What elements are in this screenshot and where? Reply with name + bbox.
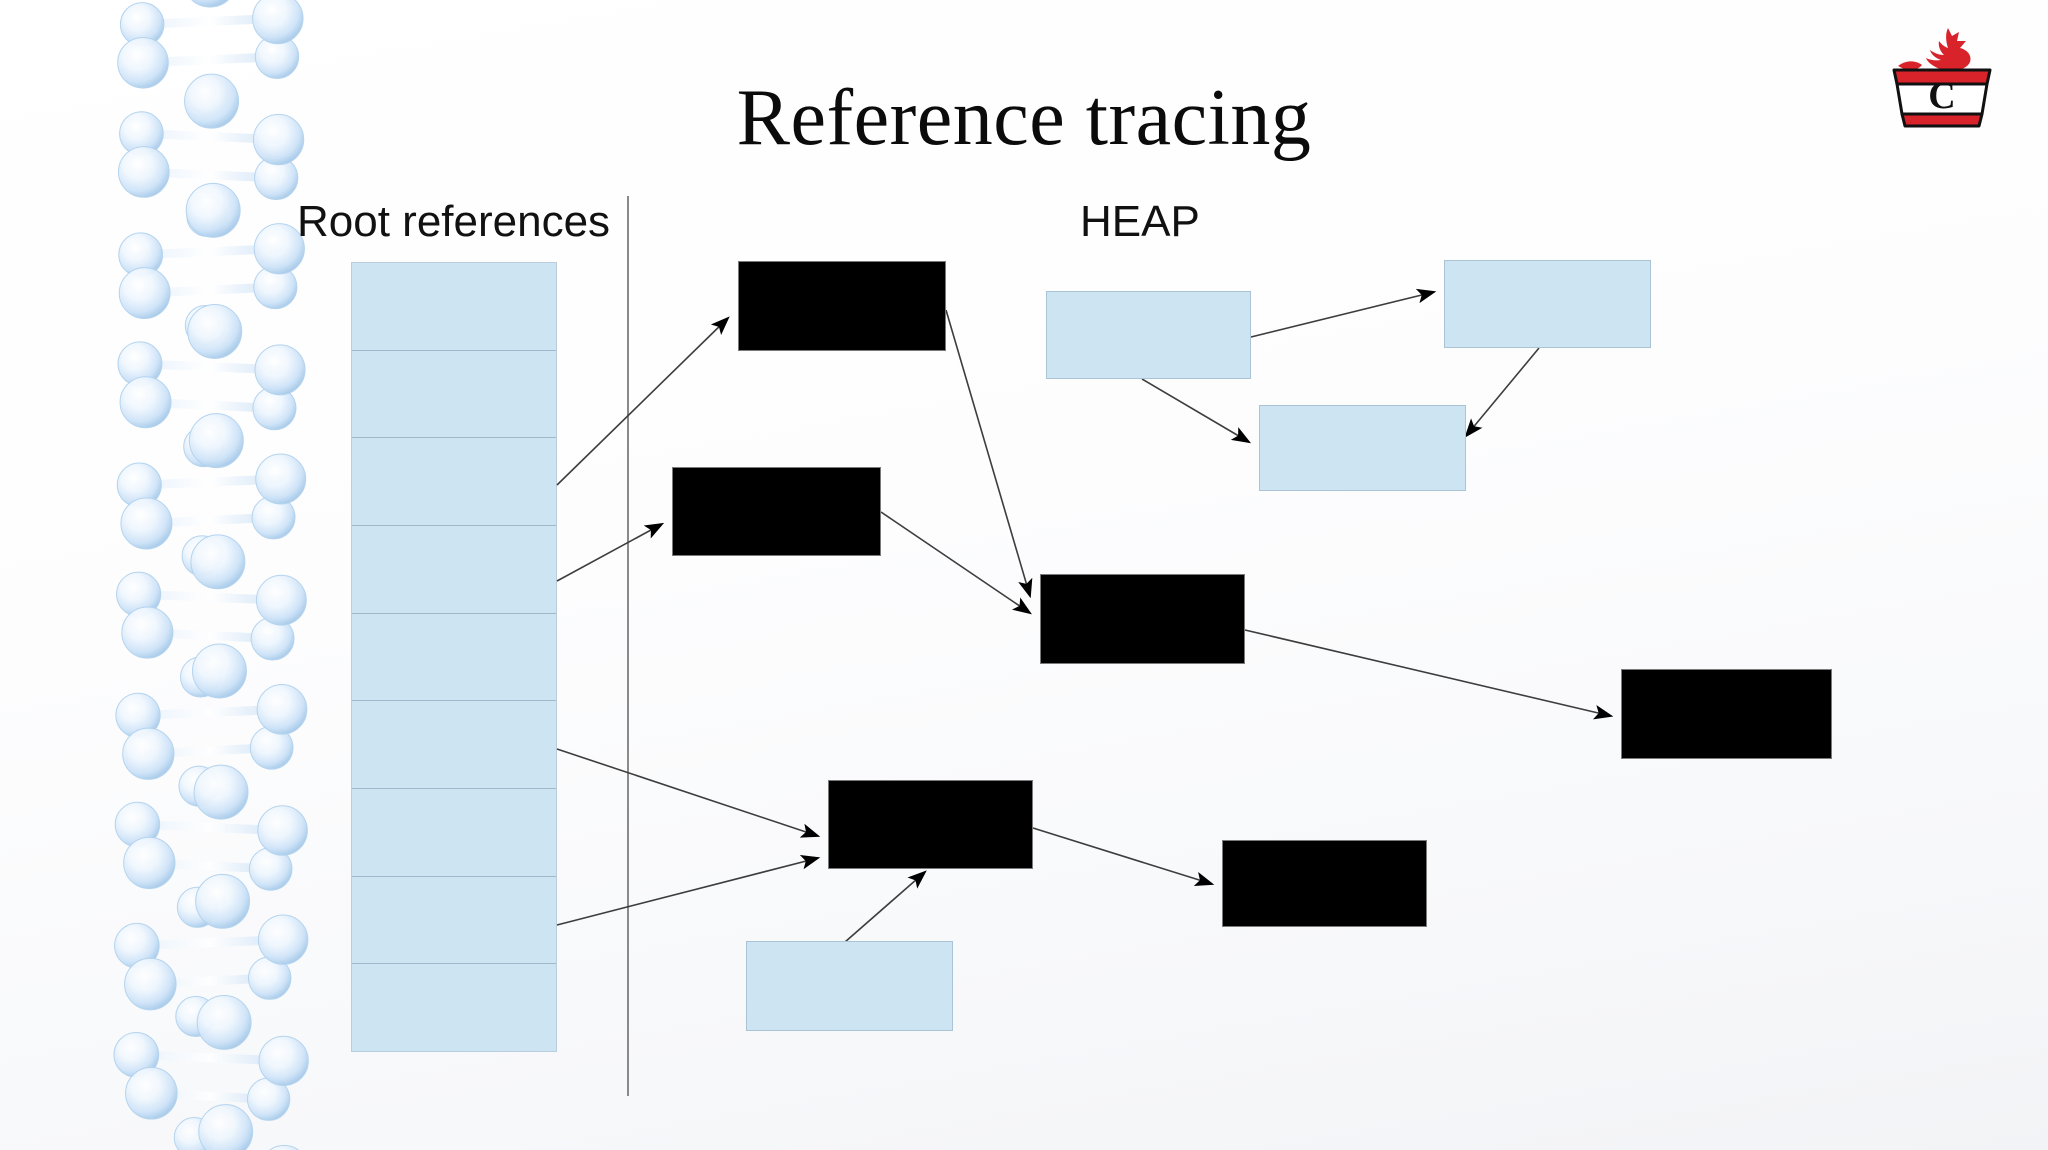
helix-sphere bbox=[253, 223, 305, 275]
heap-object-n10-unmarked[interactable] bbox=[746, 941, 953, 1031]
helix-sphere bbox=[252, 0, 304, 45]
reference-arrow-n5-to-n6 bbox=[1032, 827, 1215, 887]
helix-sphere bbox=[191, 0, 229, 8]
helix-sphere bbox=[121, 606, 174, 659]
root-references-label: Root references bbox=[297, 197, 611, 246]
helix-sphere bbox=[184, 73, 240, 129]
root-reference-cell-6[interactable] bbox=[352, 701, 556, 790]
helix-sphere bbox=[188, 413, 244, 469]
heap-object-n6-marked[interactable] bbox=[1222, 840, 1427, 927]
heap-object-n9-unmarked[interactable] bbox=[1259, 405, 1466, 491]
root-reference-cell-2[interactable] bbox=[352, 350, 556, 439]
helix-sphere bbox=[123, 836, 176, 890]
root-reference-cell-3[interactable] bbox=[352, 438, 556, 527]
helix-sphere bbox=[119, 376, 172, 429]
helix-sphere bbox=[254, 344, 306, 396]
helix-sphere bbox=[125, 1066, 178, 1120]
root-reference-cell-5[interactable] bbox=[352, 613, 556, 702]
logo-steam-icon bbox=[1898, 61, 1922, 71]
helix-sphere bbox=[117, 146, 170, 198]
reference-arrow-n7-to-n9 bbox=[1141, 378, 1252, 444]
root-reference-cell-4[interactable] bbox=[352, 526, 556, 614]
root-reference-cell-1[interactable] bbox=[352, 263, 556, 351]
helix-sphere bbox=[258, 1035, 309, 1086]
root-references-table bbox=[351, 262, 557, 1052]
helix-sphere bbox=[256, 684, 308, 735]
heap-object-n7-unmarked[interactable] bbox=[1046, 291, 1251, 379]
root-heap-divider bbox=[627, 196, 629, 1096]
heap-label: HEAP bbox=[1080, 197, 1200, 246]
logo-flame-icon bbox=[1926, 28, 1971, 71]
helix-sphere bbox=[198, 1104, 254, 1150]
helix-sphere bbox=[193, 764, 249, 820]
helix-sphere bbox=[117, 36, 169, 89]
helix-sphere bbox=[255, 453, 307, 505]
root-reference-cell-9[interactable] bbox=[352, 964, 556, 1052]
reference-arrow-n2-to-n3 bbox=[880, 511, 1032, 615]
root-reference-cell-7[interactable] bbox=[352, 789, 556, 877]
helix-sphere bbox=[191, 643, 247, 699]
heap-object-n2-marked[interactable] bbox=[672, 467, 881, 556]
heap-object-n8-unmarked[interactable] bbox=[1444, 260, 1651, 348]
helix-sphere bbox=[195, 873, 251, 929]
heap-object-n5-marked[interactable] bbox=[828, 780, 1033, 869]
helix-sphere bbox=[122, 727, 175, 780]
reference-arrow-n8-to-n9 bbox=[1464, 347, 1540, 438]
heap-object-n4-marked[interactable] bbox=[1621, 669, 1832, 759]
reference-arrow-n7-to-n8 bbox=[1250, 288, 1437, 338]
reference-arrow-n1-to-n3 bbox=[945, 309, 1033, 599]
root-reference-cell-8[interactable] bbox=[352, 876, 556, 965]
helix-sphere bbox=[185, 182, 241, 238]
logo-pot-base-icon bbox=[1900, 112, 1984, 128]
helix-sphere bbox=[255, 574, 307, 626]
heap-object-n1-marked[interactable] bbox=[738, 261, 946, 351]
logo-letter: C bbox=[1928, 75, 1955, 117]
helix-sphere bbox=[120, 497, 173, 550]
heap-object-n3-marked[interactable] bbox=[1040, 574, 1245, 664]
helix-sphere bbox=[257, 805, 308, 856]
reference-arrow-n3-to-n4 bbox=[1244, 629, 1614, 720]
reference-arrow-root-row-3-to-n1 bbox=[556, 316, 730, 486]
reference-arrow-root-row-6-to-n5 bbox=[556, 748, 821, 838]
helix-sphere bbox=[196, 995, 252, 1050]
helix-sphere bbox=[269, 1144, 300, 1150]
helix-sphere bbox=[118, 267, 171, 320]
helix-sphere bbox=[124, 957, 177, 1011]
helix-sphere bbox=[252, 113, 305, 166]
cooking-pot-logo: C bbox=[1892, 28, 1992, 128]
dna-helix-decoration bbox=[113, 0, 309, 1150]
reference-arrow-n10-to-n5 bbox=[844, 870, 927, 943]
helix-sphere bbox=[257, 914, 309, 965]
helix-sphere bbox=[190, 534, 246, 590]
reference-arrow-root-row-4-to-n2 bbox=[556, 522, 665, 582]
reference-arrow-root-row-8-to-n5 bbox=[556, 855, 821, 926]
slide-title: Reference tracing bbox=[736, 74, 1312, 162]
helix-sphere bbox=[187, 303, 243, 359]
